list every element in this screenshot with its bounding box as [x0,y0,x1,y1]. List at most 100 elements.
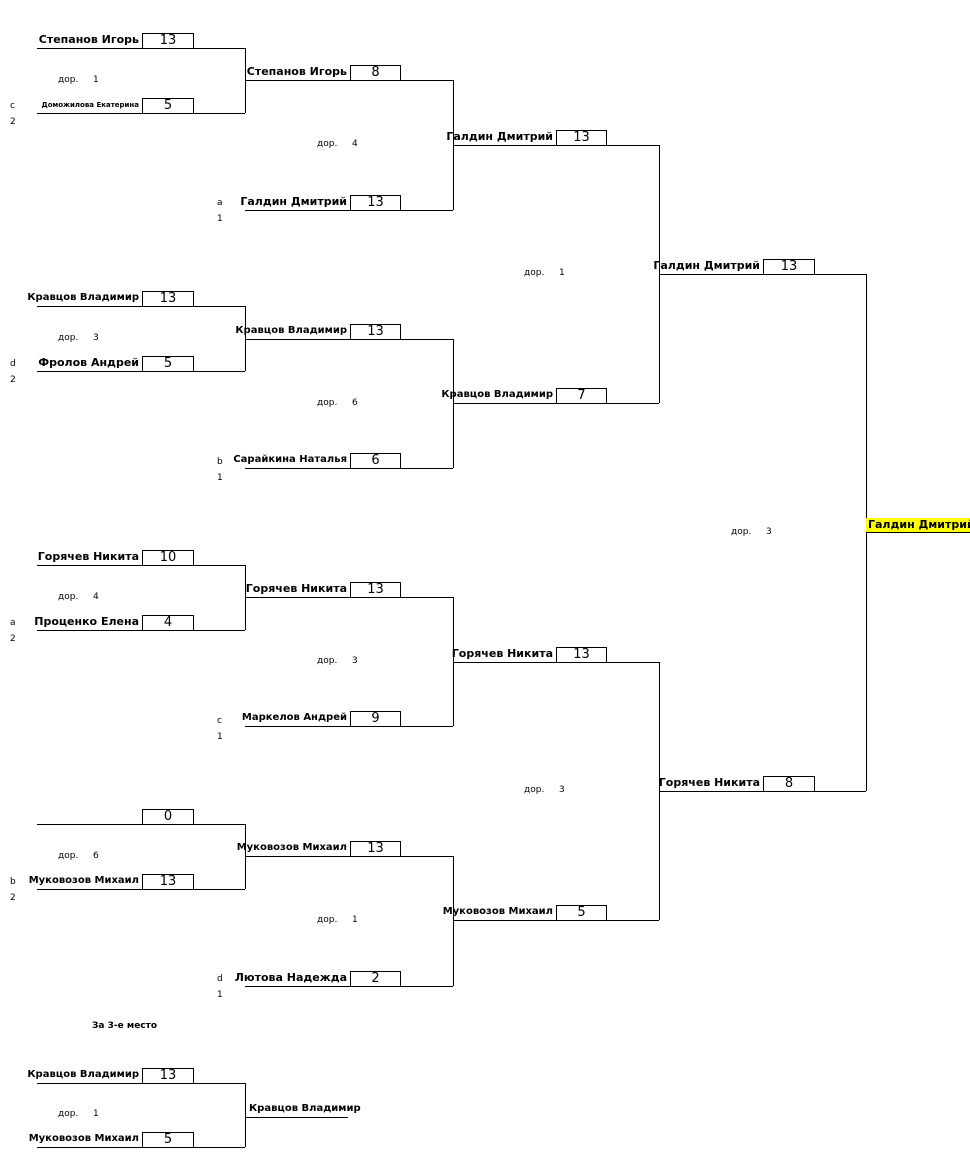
match-r2_4-connector [453,856,454,986]
match-r1_2-dor-label: дор. [58,333,79,343]
match-third-bottom-name[interactable]: Муковозов Михаил [28,1133,139,1144]
match-r3_1-bottom-name[interactable]: Кравцов Владимир [441,389,553,400]
match-r2_1-bottom-line [245,210,453,211]
match-r1_3-dor-label: дор. [58,592,79,602]
match-r1_3-top-name[interactable]: Горячев Никита [37,550,139,563]
match-r1_2-connector [245,306,246,371]
seed-5-group: c [217,716,222,726]
third-place-winner-name[interactable]: Кравцов Владимир [249,1103,361,1114]
match-r2_2-bottom-line [245,468,453,469]
match-r1_1-top-name[interactable]: Степанов Игорь [38,33,139,46]
match-final-top-line [659,274,866,275]
seed-4-group: a [10,618,16,628]
match-r3_1-top-name[interactable]: Галдин Дмитрий [446,130,553,143]
match-r2_3-bottom-score: 9 [350,711,401,727]
match-r1_3-bottom-score: 4 [142,615,194,631]
match-r1_4-bottom-line [37,889,245,890]
third-place-title: За 3-е место [92,1021,158,1031]
match-r3_2-top-name[interactable]: Горячев Никита [451,647,553,660]
match-r2_4-dor-label: дор. [317,915,338,925]
match-r2_1-dor-num: 4 [352,139,358,149]
match-final-dor-num: 3 [766,527,772,537]
seed-3-num: 1 [217,473,223,483]
match-r1_3-bottom-name[interactable]: Проценко Елена [34,615,139,628]
match-r2_3-dor-label: дор. [317,656,338,666]
match-r1_4-bottom-score: 13 [142,874,194,890]
match-r1_1-bottom-line [37,113,245,114]
match-r2_3-top-line [245,597,453,598]
seed-6-num: 2 [10,893,16,903]
match-r1_2-top-score: 13 [142,291,194,307]
seed-2-group: d [10,359,16,369]
match-r2_3-top-score: 13 [350,582,401,598]
match-r2_3-connector [453,597,454,726]
match-r2_3-top-name[interactable]: Горячев Никита [245,582,347,595]
match-r1_4-dor-num: 6 [93,851,99,861]
match-r2_2-dor-num: 6 [352,398,358,408]
match-r2_2-top-score: 13 [350,324,401,340]
match-r2_2-top-line [245,339,453,340]
champion-line [866,532,970,533]
match-r2_4-bottom-name[interactable]: Лютова Надежда [234,971,347,984]
match-r2_1-dor-label: дор. [317,139,338,149]
match-third-connector [245,1083,246,1147]
champion-name[interactable]: Галдин Дмитрий [866,518,970,532]
match-r2_3-bottom-name[interactable]: Маркелов Андрей [241,712,347,723]
match-r3_1-bottom-score: 7 [556,388,607,404]
seed-6-group: b [10,877,16,887]
match-final-bottom-name[interactable]: Горячев Никита [658,776,760,789]
seed-3-group: b [217,457,223,467]
match-r1_4-dor-label: дор. [58,851,79,861]
match-r2_2-dor-label: дор. [317,398,338,408]
match-final-top-score: 13 [763,259,815,275]
match-r1_2-top-name[interactable]: Кравцов Владимир [27,292,139,303]
match-r2_4-bottom-score: 2 [350,971,401,987]
match-r2_4-top-name[interactable]: Муковозов Михаил [236,842,347,853]
match-r1_2-bottom-line [37,371,245,372]
match-r1_2-dor-num: 3 [93,333,99,343]
match-final-bottom-score: 8 [763,776,815,792]
match-r1_1-dor-num: 1 [93,75,99,85]
seed-7-num: 1 [217,990,223,1000]
match-r1_4-bottom-name[interactable]: Муковозов Михаил [28,875,139,886]
match-r2_2-bottom-score: 6 [350,453,401,469]
match-final-bottom-line [659,791,866,792]
match-r1_4-top-line [37,824,245,825]
match-r2_4-bottom-line [245,986,453,987]
seed-5-num: 1 [217,732,223,742]
third-place-winner-line [245,1117,348,1118]
match-r1_2-top-line [37,306,245,307]
match-r1_3-top-score: 10 [142,550,194,566]
match-r3_2-dor-label: дор. [524,785,545,795]
match-r2_3-dor-num: 3 [352,656,358,666]
match-r2_2-top-name[interactable]: Кравцов Владимир [235,325,347,336]
match-r3_2-bottom-name[interactable]: Муковозов Михаил [442,906,553,917]
match-r2_1-bottom-score: 13 [350,195,401,211]
match-third-top-name[interactable]: Кравцов Владимир [27,1069,139,1080]
match-r1_1-top-score: 13 [142,33,194,49]
match-third-bottom-line [37,1147,245,1148]
seed-0-num: 2 [10,117,16,127]
match-r2_2-bottom-name[interactable]: Сарайкина Наталья [233,454,347,465]
match-third-dor-label: дор. [58,1109,79,1119]
match-r1_1-top-line [37,48,245,49]
match-r3_2-dor-num: 3 [559,785,565,795]
match-third-bottom-score: 5 [142,1132,194,1148]
match-r3_2-top-score: 13 [556,647,607,663]
match-r3_1-dor-label: дор. [524,268,545,278]
match-r2_3-bottom-line [245,726,453,727]
match-r2_1-top-score: 8 [350,65,401,81]
match-final-dor-label: дор. [731,527,752,537]
match-r2_1-top-name[interactable]: Степанов Игорь [246,65,347,78]
match-r1_1-bottom-name[interactable]: Доможилова Екатерина [41,101,139,109]
match-r1_2-bottom-name[interactable]: Фролов Андрей [38,356,139,369]
match-r2_1-top-line [245,80,453,81]
match-r1_1-dor-label: дор. [58,75,79,85]
match-r1_4-top-score: 0 [142,809,194,825]
seed-0-group: c [10,101,15,111]
match-r1_3-top-line [37,565,245,566]
match-r2_4-top-score: 13 [350,841,401,857]
match-r2_1-bottom-name[interactable]: Галдин Дмитрий [240,195,347,208]
match-final-top-name[interactable]: Галдин Дмитрий [653,259,760,272]
